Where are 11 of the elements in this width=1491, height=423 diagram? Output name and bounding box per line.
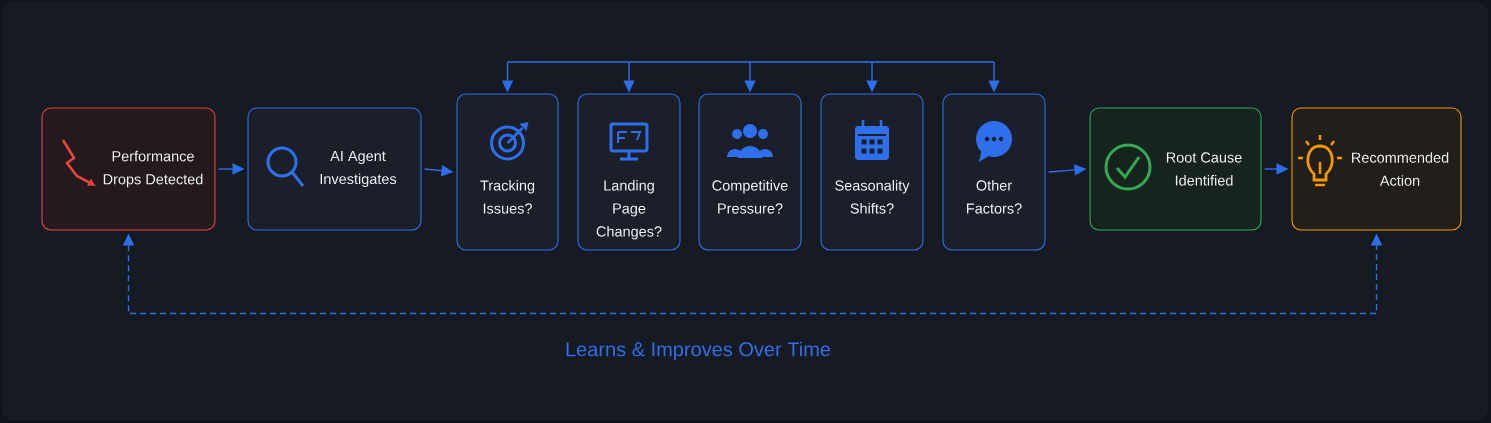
alert-box: Performance Drops Detected (41, 107, 216, 231)
result-box: Root Cause Identified (1089, 107, 1262, 231)
process-box: Tracking Issues? (456, 93, 559, 251)
action-box: Recommended Action (1291, 107, 1462, 231)
connector-line (506, 61, 995, 63)
process-box: Other Factors? (942, 93, 1046, 251)
process-box: Competitive Pressure? (698, 93, 802, 251)
process-box: Seasonality Shifts? (820, 93, 924, 251)
edge-label: Learns & Improves Over Time (566, 341, 831, 361)
process-box: Landing Page Changes? (577, 93, 681, 251)
process-box: AI Agent Investigates (247, 107, 422, 231)
